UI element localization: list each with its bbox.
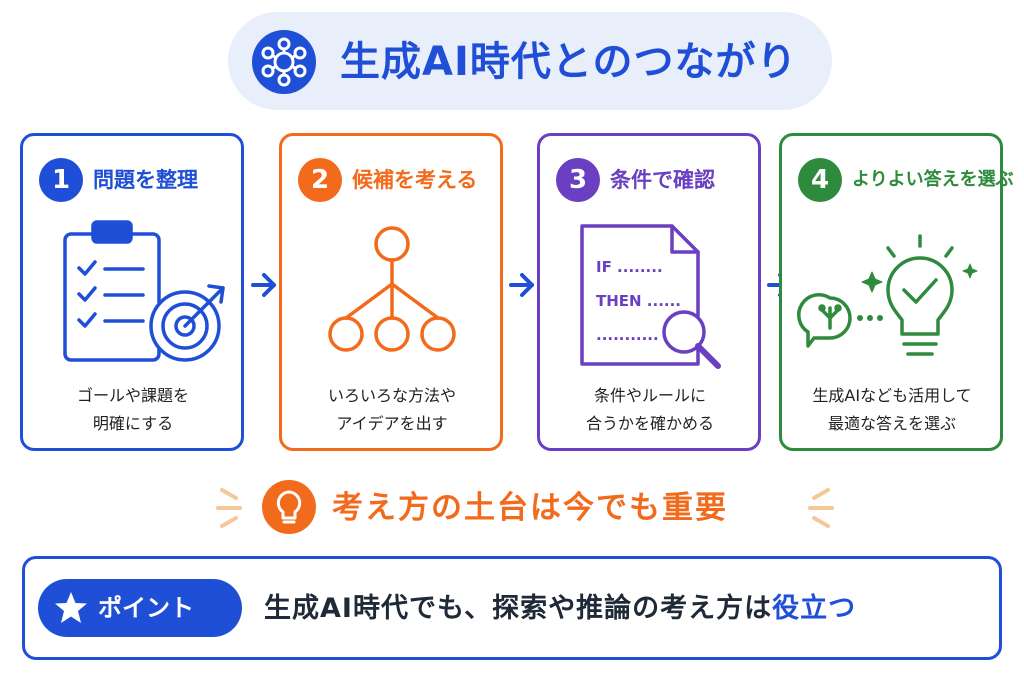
sparkle-icon: [790, 478, 850, 538]
step-card-4: 4 よりよい答えを選ぶ: [779, 133, 1014, 451]
step-description-line: アイデアを出す: [336, 414, 448, 433]
step-description-line: 合うかを確かめる: [585, 414, 714, 433]
document-line: ...........: [596, 326, 659, 344]
step-title: 条件で確認: [610, 168, 715, 192]
lightbulb-check-icon: [794, 214, 990, 374]
arrow-right-icon: [250, 272, 278, 298]
step-description-line: 生成AIなども活用して: [812, 386, 972, 405]
step-title: よりよい答えを選ぶ: [852, 169, 1014, 190]
step-description-line: ゴールや課題を: [76, 386, 189, 405]
step-number-badge: 1: [39, 158, 83, 202]
step-card-3: 3 条件で確認 IF ........ THEN ...... ........…: [537, 133, 761, 451]
tree-diagram-icon: [294, 214, 490, 374]
document-line: IF ........: [596, 258, 663, 276]
point-message-main: 生成AI時代でも、探索や推論の考え方は: [264, 593, 773, 624]
step-card-1: 1 問題を整理 ゴールや課題を 明確にする: [20, 133, 244, 451]
step-description-line: いろいろな方法や: [327, 386, 456, 405]
document-line: THEN ......: [596, 292, 681, 310]
clipboard-target-icon: [35, 214, 231, 374]
point-label: ポイント: [98, 594, 194, 622]
step-title: 問題を整理: [93, 168, 198, 192]
foundation-message: 考え方の土台は今でも重要: [332, 490, 728, 526]
step-number-badge: 4: [798, 158, 842, 202]
title-banner: [228, 12, 832, 110]
step-description-line: 条件やルールに: [593, 386, 706, 405]
sparkle-icon: [200, 478, 260, 538]
page-title: 生成AI時代とのつながり: [340, 39, 798, 85]
arrow-right-icon: [508, 272, 536, 298]
step-number-badge: 3: [556, 158, 600, 202]
document-search-icon: IF ........ THEN ...... ...........: [552, 214, 748, 374]
step-card-2: 2 候補を考える いろいろな方法や アイデアを出す: [279, 133, 503, 451]
point-message: 生成AI時代でも、探索や推論の考え方は役立つ: [264, 584, 856, 634]
step-description-line: 明確にする: [92, 414, 174, 433]
network-icon: [252, 30, 316, 94]
star-icon: [52, 590, 90, 626]
step-number-badge: 2: [298, 158, 342, 202]
point-box: [22, 556, 1002, 660]
lightbulb-icon: [262, 480, 316, 534]
step-description-line: 最適な答えを選ぶ: [827, 414, 956, 433]
step-title: 候補を考える: [352, 168, 478, 192]
point-message-highlight: 役立つ: [772, 593, 857, 624]
